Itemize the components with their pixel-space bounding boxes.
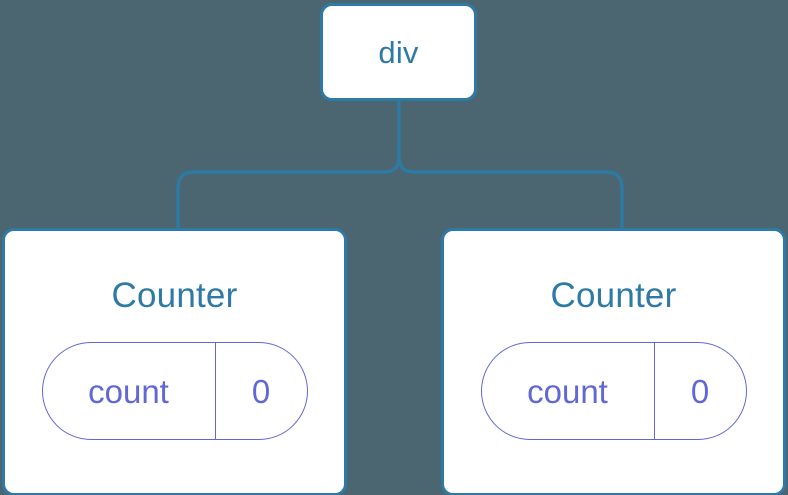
state-value-counter-0: 0 [251,372,271,410]
connector-branch-left [176,153,401,229]
node-counter-0[interactable]: Counter count 0 [2,228,347,495]
state-pill-counter-0[interactable]: count 0 [41,342,308,440]
connector-branch-right [397,153,624,229]
node-counter-1[interactable]: Counter count 0 [441,228,786,495]
node-counter-1-title: Counter [550,276,677,315]
state-pill-counter-1[interactable]: count 0 [480,342,747,440]
state-value-counter-1: 0 [690,372,710,410]
node-div-label: div [378,34,419,70]
state-key-counter-1: count [482,343,655,439]
state-key-counter-0: count [43,343,216,439]
node-counter-0-title: Counter [111,276,238,315]
node-div[interactable]: div [320,3,477,101]
